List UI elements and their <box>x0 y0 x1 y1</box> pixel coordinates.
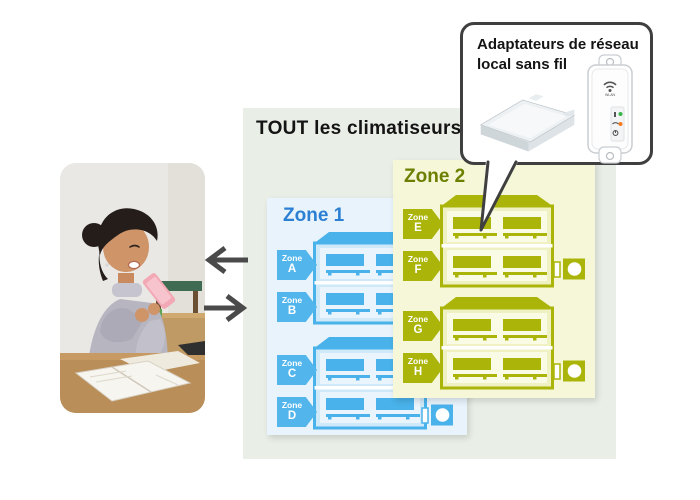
wlan-adapter-indicator-icon <box>553 257 587 281</box>
zone-tag-g: Zone G <box>403 311 443 341</box>
callout-title: Adaptateurs de réseau local sans fil <box>477 35 639 75</box>
woman-using-smartphone-illustration <box>60 163 205 413</box>
zone-tag-b: Zone B <box>277 292 317 322</box>
zone-tag-e: Zone E <box>403 209 443 239</box>
wifi-icon: WLAN <box>603 81 617 97</box>
flat-wlan-adapter-image <box>479 94 576 152</box>
person-photo <box>60 163 205 413</box>
zone2-title: Zone 2 <box>404 166 466 187</box>
ac-unit-stack-zone-gh <box>440 296 554 390</box>
zone-tag-d: Zone D <box>277 397 317 427</box>
zone-tag-h: Zone H <box>403 353 443 383</box>
left-arrow-icon <box>204 246 248 274</box>
wlan-adapter-indicator-icon <box>553 359 587 383</box>
right-arrow-icon <box>204 294 248 322</box>
wlan-adapter-indicator-icon <box>421 403 455 427</box>
group-title: TOUT les climatiseurs <box>256 118 462 139</box>
callout-title-line2: local sans fil <box>477 56 568 73</box>
zone-tag-f: Zone F <box>403 251 443 281</box>
svg-text:WLAN: WLAN <box>605 93 616 97</box>
callout-title-line1: Adaptateurs de réseau <box>477 36 639 53</box>
zone-tag-c: Zone C <box>277 355 317 385</box>
callout-pointer <box>479 160 519 232</box>
led-indicator <box>610 106 625 142</box>
zone-tag-a: Zone A <box>277 250 317 280</box>
zone1-title: Zone 1 <box>283 205 345 226</box>
wall-wlan-adapter-image: WLAN <box>587 54 633 164</box>
wlan-adapters-callout: Adaptateurs de réseau local sans fil WLA… <box>460 22 653 165</box>
